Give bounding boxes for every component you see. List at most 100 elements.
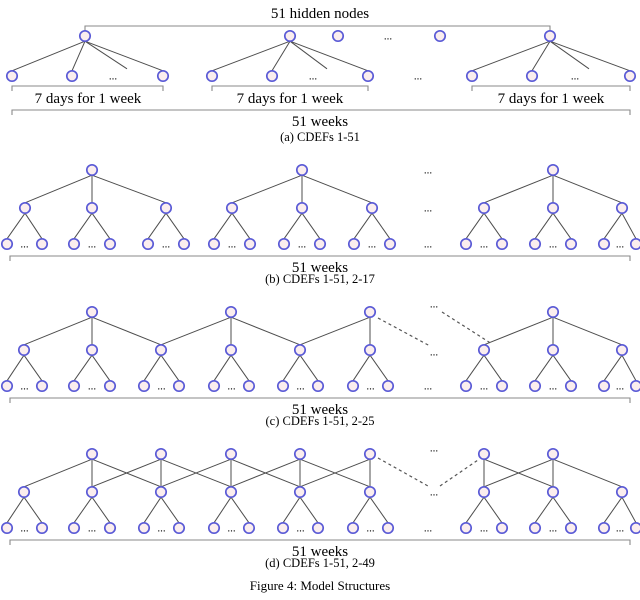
leaf-node[interactable] <box>0 521 14 535</box>
mid-node[interactable] <box>17 343 31 357</box>
leaf-node[interactable] <box>177 237 191 251</box>
leaf-node[interactable] <box>597 237 611 251</box>
leaf-node[interactable] <box>465 69 479 83</box>
root-node[interactable] <box>546 305 560 319</box>
leaf-node[interactable] <box>629 379 640 393</box>
root-node[interactable] <box>295 163 309 177</box>
root-node[interactable] <box>224 305 238 319</box>
leaf-node[interactable] <box>495 237 509 251</box>
root-node[interactable] <box>85 163 99 177</box>
leaf-node[interactable] <box>137 521 151 535</box>
leaf-node[interactable] <box>276 379 290 393</box>
leaf-node[interactable] <box>5 69 19 83</box>
leaf-node[interactable] <box>381 379 395 393</box>
mid-node[interactable] <box>225 201 239 215</box>
mid-node[interactable] <box>18 201 32 215</box>
root-node[interactable] <box>546 447 560 461</box>
leaf-node[interactable] <box>629 237 640 251</box>
mid-node[interactable] <box>477 201 491 215</box>
leaf-node[interactable] <box>207 237 221 251</box>
leaf-node[interactable] <box>35 237 49 251</box>
leaf-node[interactable] <box>243 237 257 251</box>
leaf-node[interactable] <box>381 521 395 535</box>
leaf-node[interactable] <box>65 69 79 83</box>
leaf-node[interactable] <box>207 521 221 535</box>
mid-node[interactable] <box>477 343 491 357</box>
mid-node[interactable] <box>546 485 560 499</box>
leaf-node[interactable] <box>313 237 327 251</box>
leaf-node[interactable] <box>205 69 219 83</box>
mid-node[interactable] <box>363 485 377 499</box>
leaf-node[interactable] <box>459 521 473 535</box>
mid-node[interactable] <box>615 485 629 499</box>
leaf-node[interactable] <box>242 379 256 393</box>
leaf-node[interactable] <box>564 521 578 535</box>
hidden-node[interactable] <box>283 29 297 43</box>
leaf-node[interactable] <box>172 379 186 393</box>
mid-node[interactable] <box>159 201 173 215</box>
leaf-node[interactable] <box>597 521 611 535</box>
leaf-node[interactable] <box>495 379 509 393</box>
leaf-node[interactable] <box>347 237 361 251</box>
mid-node[interactable] <box>224 343 238 357</box>
mid-node[interactable] <box>154 485 168 499</box>
mid-node[interactable] <box>293 485 307 499</box>
leaf-node[interactable] <box>172 521 186 535</box>
leaf-node[interactable] <box>265 69 279 83</box>
root-node[interactable] <box>85 447 99 461</box>
leaf-node[interactable] <box>311 379 325 393</box>
mid-node[interactable] <box>154 343 168 357</box>
root-node[interactable] <box>154 447 168 461</box>
mid-node[interactable] <box>293 343 307 357</box>
leaf-node[interactable] <box>346 379 360 393</box>
root-node[interactable] <box>477 447 491 461</box>
leaf-node[interactable] <box>0 379 14 393</box>
leaf-node[interactable] <box>67 521 81 535</box>
root-node[interactable] <box>363 305 377 319</box>
mid-node[interactable] <box>615 201 629 215</box>
mid-node[interactable] <box>365 201 379 215</box>
leaf-node[interactable] <box>623 69 637 83</box>
hidden-node[interactable] <box>433 29 447 43</box>
leaf-node[interactable] <box>361 69 375 83</box>
leaf-node[interactable] <box>103 237 117 251</box>
mid-node[interactable] <box>546 201 560 215</box>
mid-node[interactable] <box>477 485 491 499</box>
leaf-node[interactable] <box>346 521 360 535</box>
leaf-node[interactable] <box>277 237 291 251</box>
leaf-node[interactable] <box>459 379 473 393</box>
leaf-node[interactable] <box>207 379 221 393</box>
leaf-node[interactable] <box>528 521 542 535</box>
leaf-node[interactable] <box>525 69 539 83</box>
leaf-node[interactable] <box>564 237 578 251</box>
mid-node[interactable] <box>295 201 309 215</box>
leaf-node[interactable] <box>459 237 473 251</box>
mid-node[interactable] <box>546 343 560 357</box>
root-node[interactable] <box>363 447 377 461</box>
hidden-node[interactable] <box>331 29 345 43</box>
leaf-node[interactable] <box>495 521 509 535</box>
leaf-node[interactable] <box>597 379 611 393</box>
leaf-node[interactable] <box>242 521 256 535</box>
leaf-node[interactable] <box>311 521 325 535</box>
root-node[interactable] <box>224 447 238 461</box>
leaf-node[interactable] <box>103 521 117 535</box>
leaf-node[interactable] <box>383 237 397 251</box>
root-node[interactable] <box>85 305 99 319</box>
leaf-node[interactable] <box>141 237 155 251</box>
leaf-node[interactable] <box>35 521 49 535</box>
hidden-node[interactable] <box>543 29 557 43</box>
hidden-node[interactable] <box>78 29 92 43</box>
leaf-node[interactable] <box>564 379 578 393</box>
mid-node[interactable] <box>85 343 99 357</box>
mid-node[interactable] <box>85 201 99 215</box>
leaf-node[interactable] <box>103 379 117 393</box>
leaf-node[interactable] <box>276 521 290 535</box>
mid-node[interactable] <box>85 485 99 499</box>
mid-node[interactable] <box>224 485 238 499</box>
leaf-node[interactable] <box>528 237 542 251</box>
mid-node[interactable] <box>363 343 377 357</box>
leaf-node[interactable] <box>528 379 542 393</box>
leaf-node[interactable] <box>0 237 14 251</box>
leaf-node[interactable] <box>629 521 640 535</box>
